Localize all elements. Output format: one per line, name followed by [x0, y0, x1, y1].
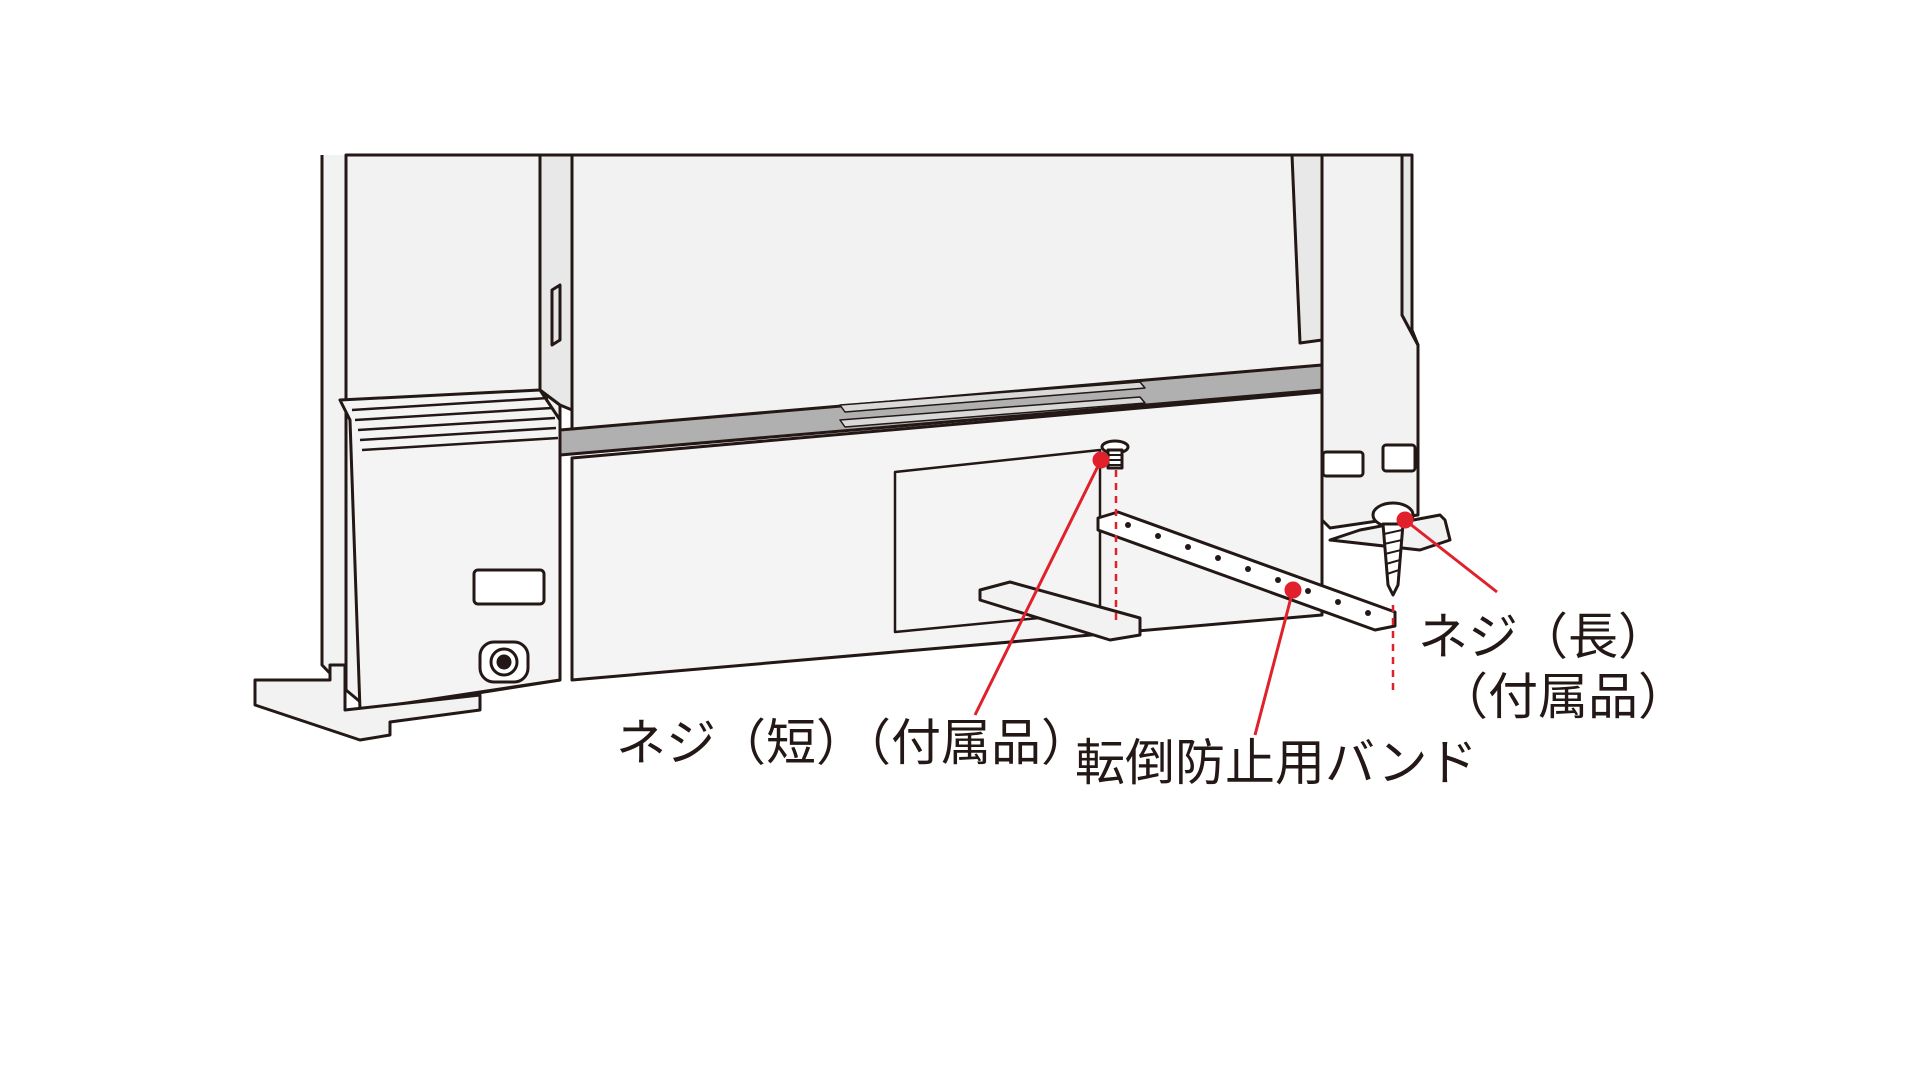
- screw-short-icon: [1100, 439, 1130, 470]
- tv-lower-panel: [570, 390, 1324, 682]
- panel-left-edge-detail: [550, 283, 562, 347]
- alignment-guides: [1114, 470, 1395, 690]
- anti-tip-band-icon: [1096, 510, 1397, 632]
- tv-right-outer: [1400, 153, 1420, 347]
- tv-left-frame: [320, 155, 348, 692]
- center-stand-foot: [978, 580, 1142, 642]
- callout-leaders: [973, 451, 1498, 736]
- left-handle-slot: [472, 568, 546, 606]
- label-screw-long-accessory: （付属品）: [1438, 668, 1688, 726]
- label-screw-long: ネジ（長）: [1418, 608, 1668, 666]
- right-slot-lower: [1321, 450, 1365, 478]
- left-bottom-cover: [338, 388, 562, 712]
- tv-left-inner: [538, 153, 574, 412]
- label-anti-tip-band: 転倒防止用バンド: [1075, 734, 1478, 792]
- left-cover-slats: [351, 396, 559, 452]
- right-slot-upper: [1381, 443, 1417, 473]
- label-screw-short: ネジ（短）（付属品）: [616, 714, 1091, 772]
- left-stand-foot: [253, 663, 482, 742]
- left-foot-screw-icon: [478, 640, 530, 684]
